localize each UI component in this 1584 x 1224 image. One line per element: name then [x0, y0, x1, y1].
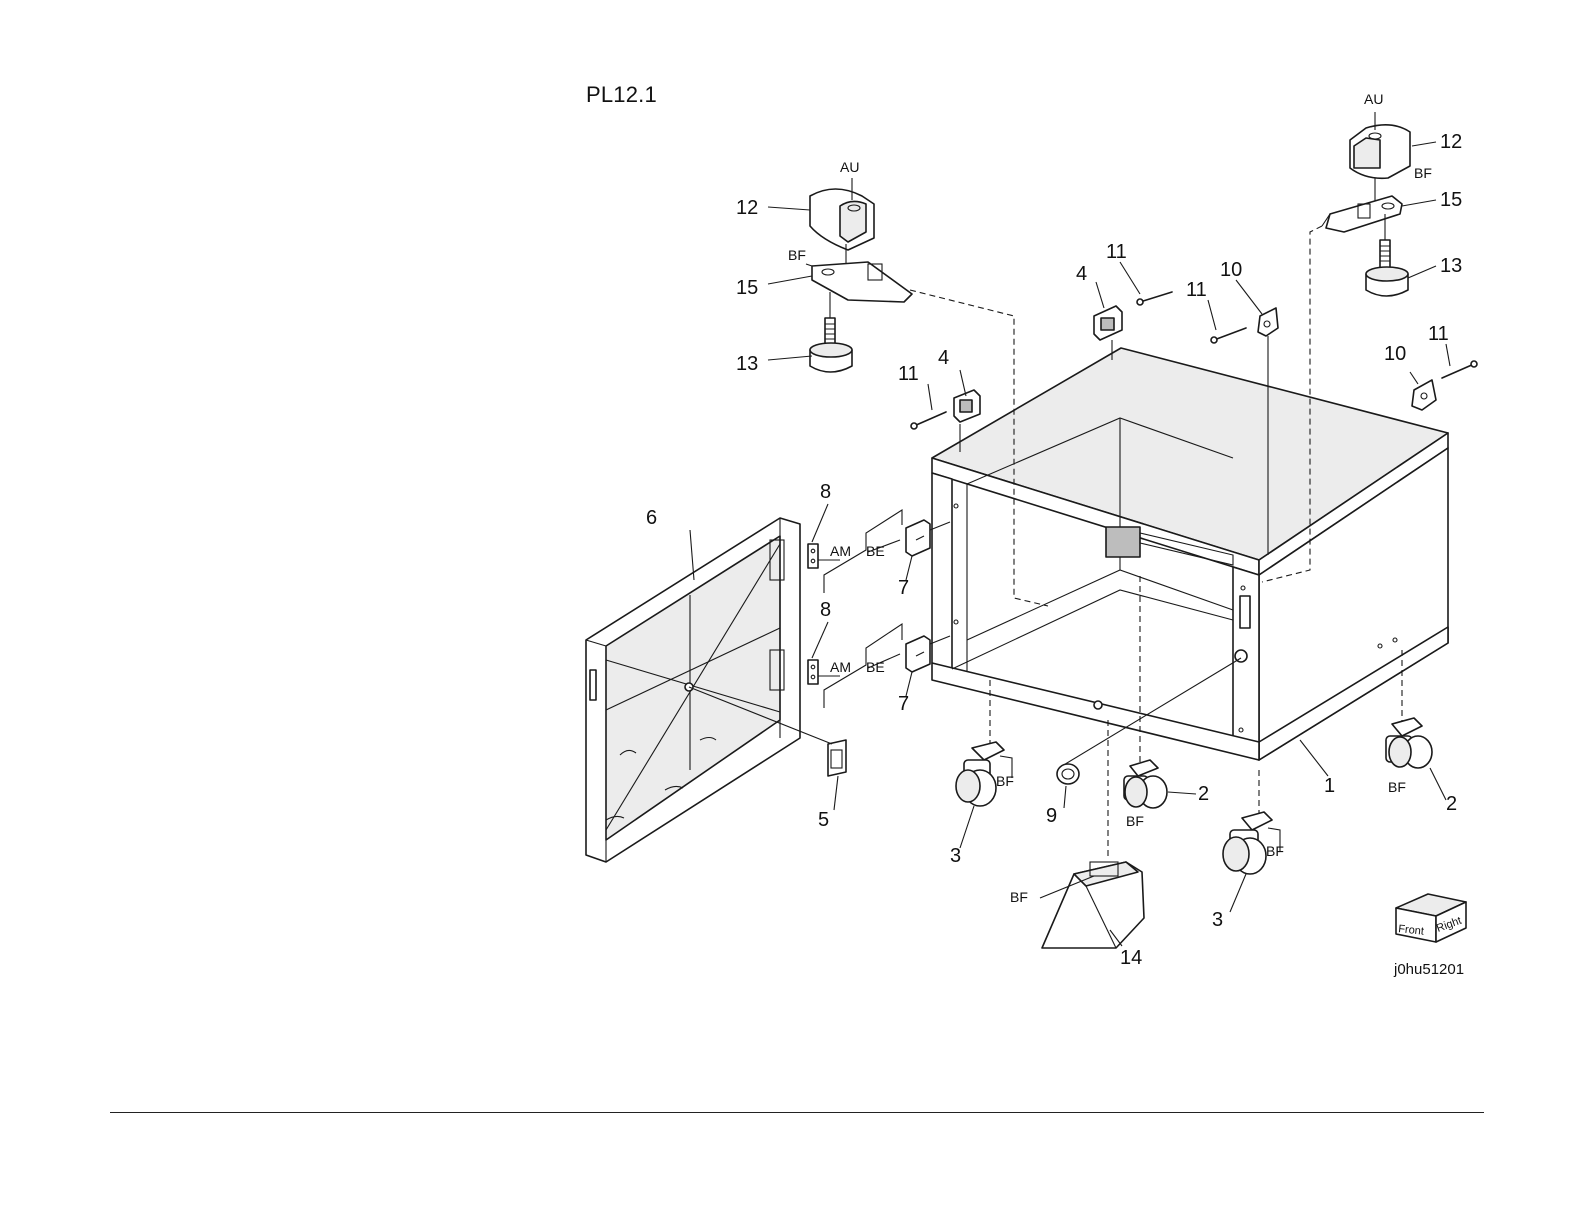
callout-3-front-left: 3	[950, 845, 961, 867]
callout-13-right: 13	[1440, 255, 1462, 277]
code-am-lower: AM	[830, 659, 851, 675]
callout-12-left: 12	[736, 197, 758, 219]
callout-8-lower: 8	[820, 599, 831, 621]
code-bf-caster-front-left: BF	[996, 773, 1014, 789]
callout-10-rear: 10	[1220, 259, 1242, 281]
callout-11-rear: 11	[1106, 241, 1127, 263]
code-bf-caster-rear-right: BF	[1388, 779, 1406, 795]
callout-3-front-right: 3	[1212, 909, 1223, 931]
callout-1: 1	[1324, 775, 1335, 797]
callout-10-right: 10	[1384, 343, 1406, 365]
left-foot-bracket	[806, 262, 912, 302]
callout-12-right: 12	[1440, 131, 1462, 153]
stabilizer-foot	[1042, 862, 1144, 948]
callout-11-center: 11	[1186, 279, 1207, 301]
right-foot-bracket	[1322, 196, 1402, 232]
right-foot-cover	[1350, 112, 1410, 204]
left-leveling-foot	[810, 292, 852, 372]
callout-15-right: 15	[1440, 189, 1462, 211]
callout-5: 5	[818, 809, 829, 831]
callout-11-right: 11	[1428, 323, 1449, 345]
code-am-upper: AM	[830, 543, 851, 559]
callout-6: 6	[646, 507, 657, 529]
code-be-upper: BE	[866, 543, 885, 559]
left-foot-cover	[810, 178, 874, 274]
code-bf-caster-front-right: BF	[1266, 843, 1284, 859]
code-be-lower: BE	[866, 659, 885, 675]
callout-2-rear-center: 2	[1198, 783, 1209, 805]
callout-7-lower: 7	[898, 693, 909, 715]
code-au-right: AU	[1364, 91, 1383, 107]
figure-id: j0hu51201	[1393, 961, 1464, 978]
callout-11-front: 11	[898, 363, 919, 385]
callout-4-rear: 4	[1076, 263, 1087, 285]
caster-rear-center	[1124, 760, 1167, 808]
grommet	[1057, 764, 1079, 784]
callout-2-rear-right: 2	[1446, 793, 1457, 815]
callout-8-upper: 8	[820, 481, 831, 503]
callout-9: 9	[1046, 805, 1057, 827]
code-au-left: AU	[840, 159, 859, 175]
footer-divider	[110, 1112, 1484, 1113]
cabinet-body	[932, 348, 1448, 760]
top-bracket-10-right	[1412, 380, 1436, 410]
callout-13-left: 13	[736, 353, 758, 375]
orientation-cube: Front Right	[1396, 894, 1466, 942]
code-bf-caster-rear-center: BF	[1126, 813, 1144, 829]
right-leveling-foot	[1366, 214, 1408, 296]
code-bf-right-bracket: BF	[1414, 165, 1432, 181]
callout-15-left: 15	[736, 277, 758, 299]
callout-7-upper: 7	[898, 577, 909, 599]
code-bf-foot: BF	[1010, 889, 1028, 905]
caster-rear-right	[1386, 718, 1432, 768]
callout-14: 14	[1120, 947, 1142, 969]
callout-4-front: 4	[938, 347, 949, 369]
code-bf-left-bracket: BF	[788, 247, 806, 263]
